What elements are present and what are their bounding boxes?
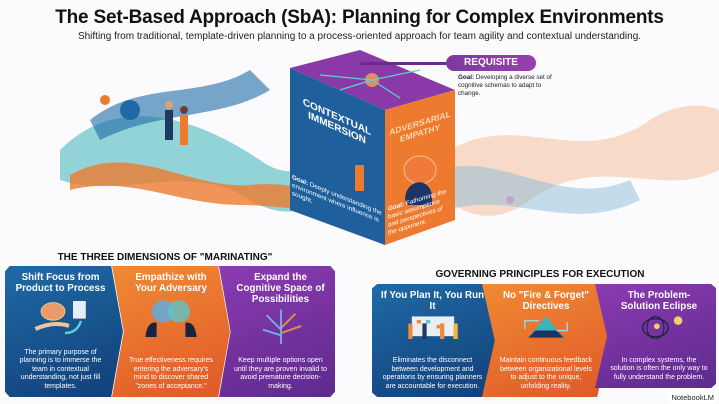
- principles-heading: GOVERNING PRINCIPLES FOR EXECUTION: [435, 269, 645, 280]
- dimension-card-possibilities: Expand the Cognitive Space of Possibilit…: [219, 266, 335, 397]
- pyramid-feedback-icon: [524, 316, 568, 338]
- page-title: The Set-Based Approach (SbA): Planning f…: [55, 7, 664, 28]
- dimension-card-adversary: Empathize with Your Adversary True effec…: [112, 266, 230, 397]
- person-figure: [165, 110, 173, 140]
- card-title: If You Plan It, You Run It: [380, 290, 485, 312]
- connector-line: [360, 62, 446, 65]
- dimension-card-process: Shift Focus from Product to Process The …: [5, 266, 123, 397]
- dollar-icon: [120, 100, 140, 120]
- cube-left-face: [290, 68, 385, 245]
- card-title: The Problem-Solution Eclipse: [620, 290, 698, 312]
- card-title: No "Fire & Forget" Directives: [502, 290, 590, 312]
- card-text: Eliminates the disconnect between develo…: [382, 357, 483, 390]
- branching-tree-icon: [262, 309, 301, 344]
- dimensions-heading: THE THREE DIMENSIONS OF "MARINATING": [57, 252, 273, 263]
- card-title: Shift Focus from Product to Process: [15, 272, 106, 294]
- requisite-agility-goal: Goal: Developing a diverse set of cognit…: [458, 74, 552, 97]
- page-subtitle: Shifting from traditional, template-driv…: [77, 31, 642, 42]
- notebooklm-badge: NotebookLM: [668, 392, 717, 403]
- team-board-icon: [407, 316, 458, 339]
- card-text: True effectiveness requires entering the…: [128, 357, 214, 390]
- principle-card-eclipse: The Problem-Solution Eclipse In complex …: [595, 284, 716, 388]
- principle-card-plan-run: If You Plan It, You Run It Eliminates th…: [372, 284, 500, 397]
- brain-hand-icon: [34, 301, 86, 335]
- card-text: The primary purpose of planning is to im…: [19, 348, 102, 390]
- card-text: In complex systems, the solution is ofte…: [610, 356, 708, 381]
- card-text: Keep multiple options open until they ar…: [234, 357, 327, 390]
- card-text: Maintain continuous feedback between org…: [499, 357, 593, 390]
- tangle-lightbulb-icon: [642, 315, 683, 339]
- card-title: Empathize with Your Adversary: [135, 272, 207, 294]
- requisite-agility-label: REQUISITE AGILITY: [446, 55, 536, 84]
- principle-card-fire-forget: No "Fire & Forget" Directives Maintain c…: [482, 284, 610, 397]
- overlapping-heads-icon: [145, 300, 197, 337]
- card-title: Expand the Cognitive Space of Possibilit…: [236, 272, 325, 305]
